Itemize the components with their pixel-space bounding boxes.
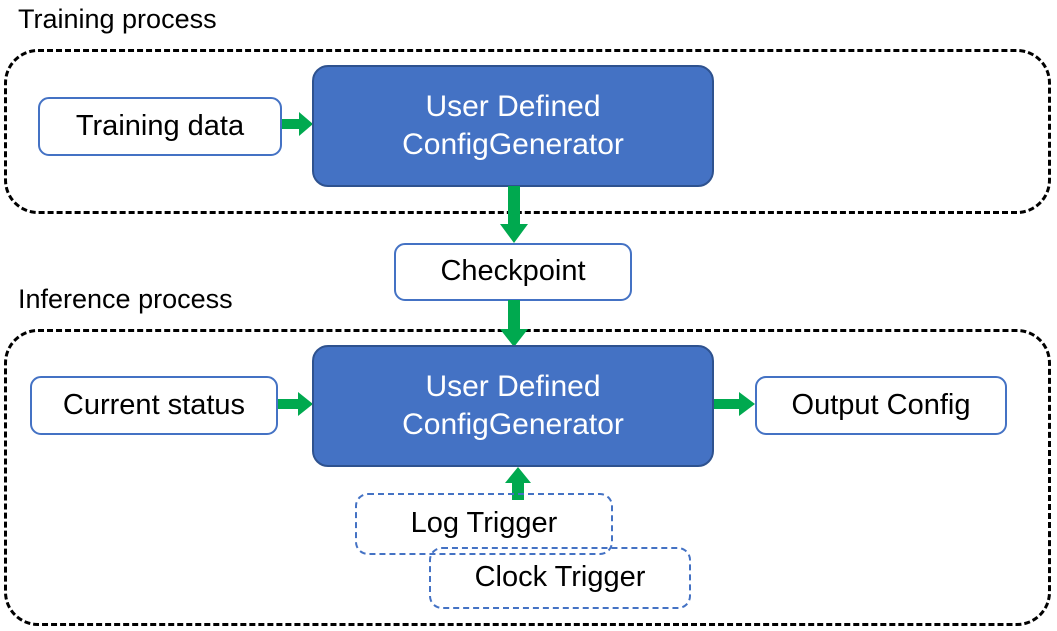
training-config-generator-line1: User Defined: [425, 89, 601, 123]
arrow-generator-to-output-config: [714, 390, 756, 418]
checkpoint-label: Checkpoint: [440, 255, 586, 288]
arrow-checkpoint-to-inference-generator: [497, 300, 531, 348]
arrow-training-data-to-generator: [282, 110, 314, 138]
clock-trigger-box[interactable]: Clock Trigger: [429, 547, 691, 609]
log-trigger-label: Log Trigger: [410, 507, 558, 540]
inference-config-generator-line2: ConfigGenerator: [402, 408, 624, 441]
arrow-triggers-to-generator: [503, 467, 533, 501]
training-data-label: Training data: [75, 109, 245, 142]
current-status-box[interactable]: Current status: [30, 376, 278, 435]
training-data-box[interactable]: Training data: [38, 97, 282, 156]
training-config-generator-line2: ConfigGenerator: [402, 128, 624, 161]
training-process-caption: Training process: [18, 4, 217, 34]
current-status-label: Current status: [62, 388, 246, 421]
checkpoint-box[interactable]: Checkpoint: [394, 243, 632, 301]
arrow-generator-to-checkpoint: [497, 186, 531, 244]
inference-process-caption: Inference process: [18, 284, 233, 314]
log-trigger-box[interactable]: Log Trigger: [355, 493, 613, 555]
arrow-current-status-to-generator: [278, 390, 314, 418]
training-config-generator-box[interactable]: User Defined ConfigGenerator: [312, 65, 714, 187]
output-config-label: Output Config: [791, 388, 971, 421]
clock-trigger-label: Clock Trigger: [474, 561, 646, 594]
inference-config-generator-box[interactable]: User Defined ConfigGenerator: [312, 345, 714, 467]
output-config-box[interactable]: Output Config: [755, 376, 1007, 435]
inference-process-container: [4, 329, 1051, 626]
training-process-container: [4, 49, 1051, 214]
inference-config-generator-line1: User Defined: [425, 369, 601, 403]
